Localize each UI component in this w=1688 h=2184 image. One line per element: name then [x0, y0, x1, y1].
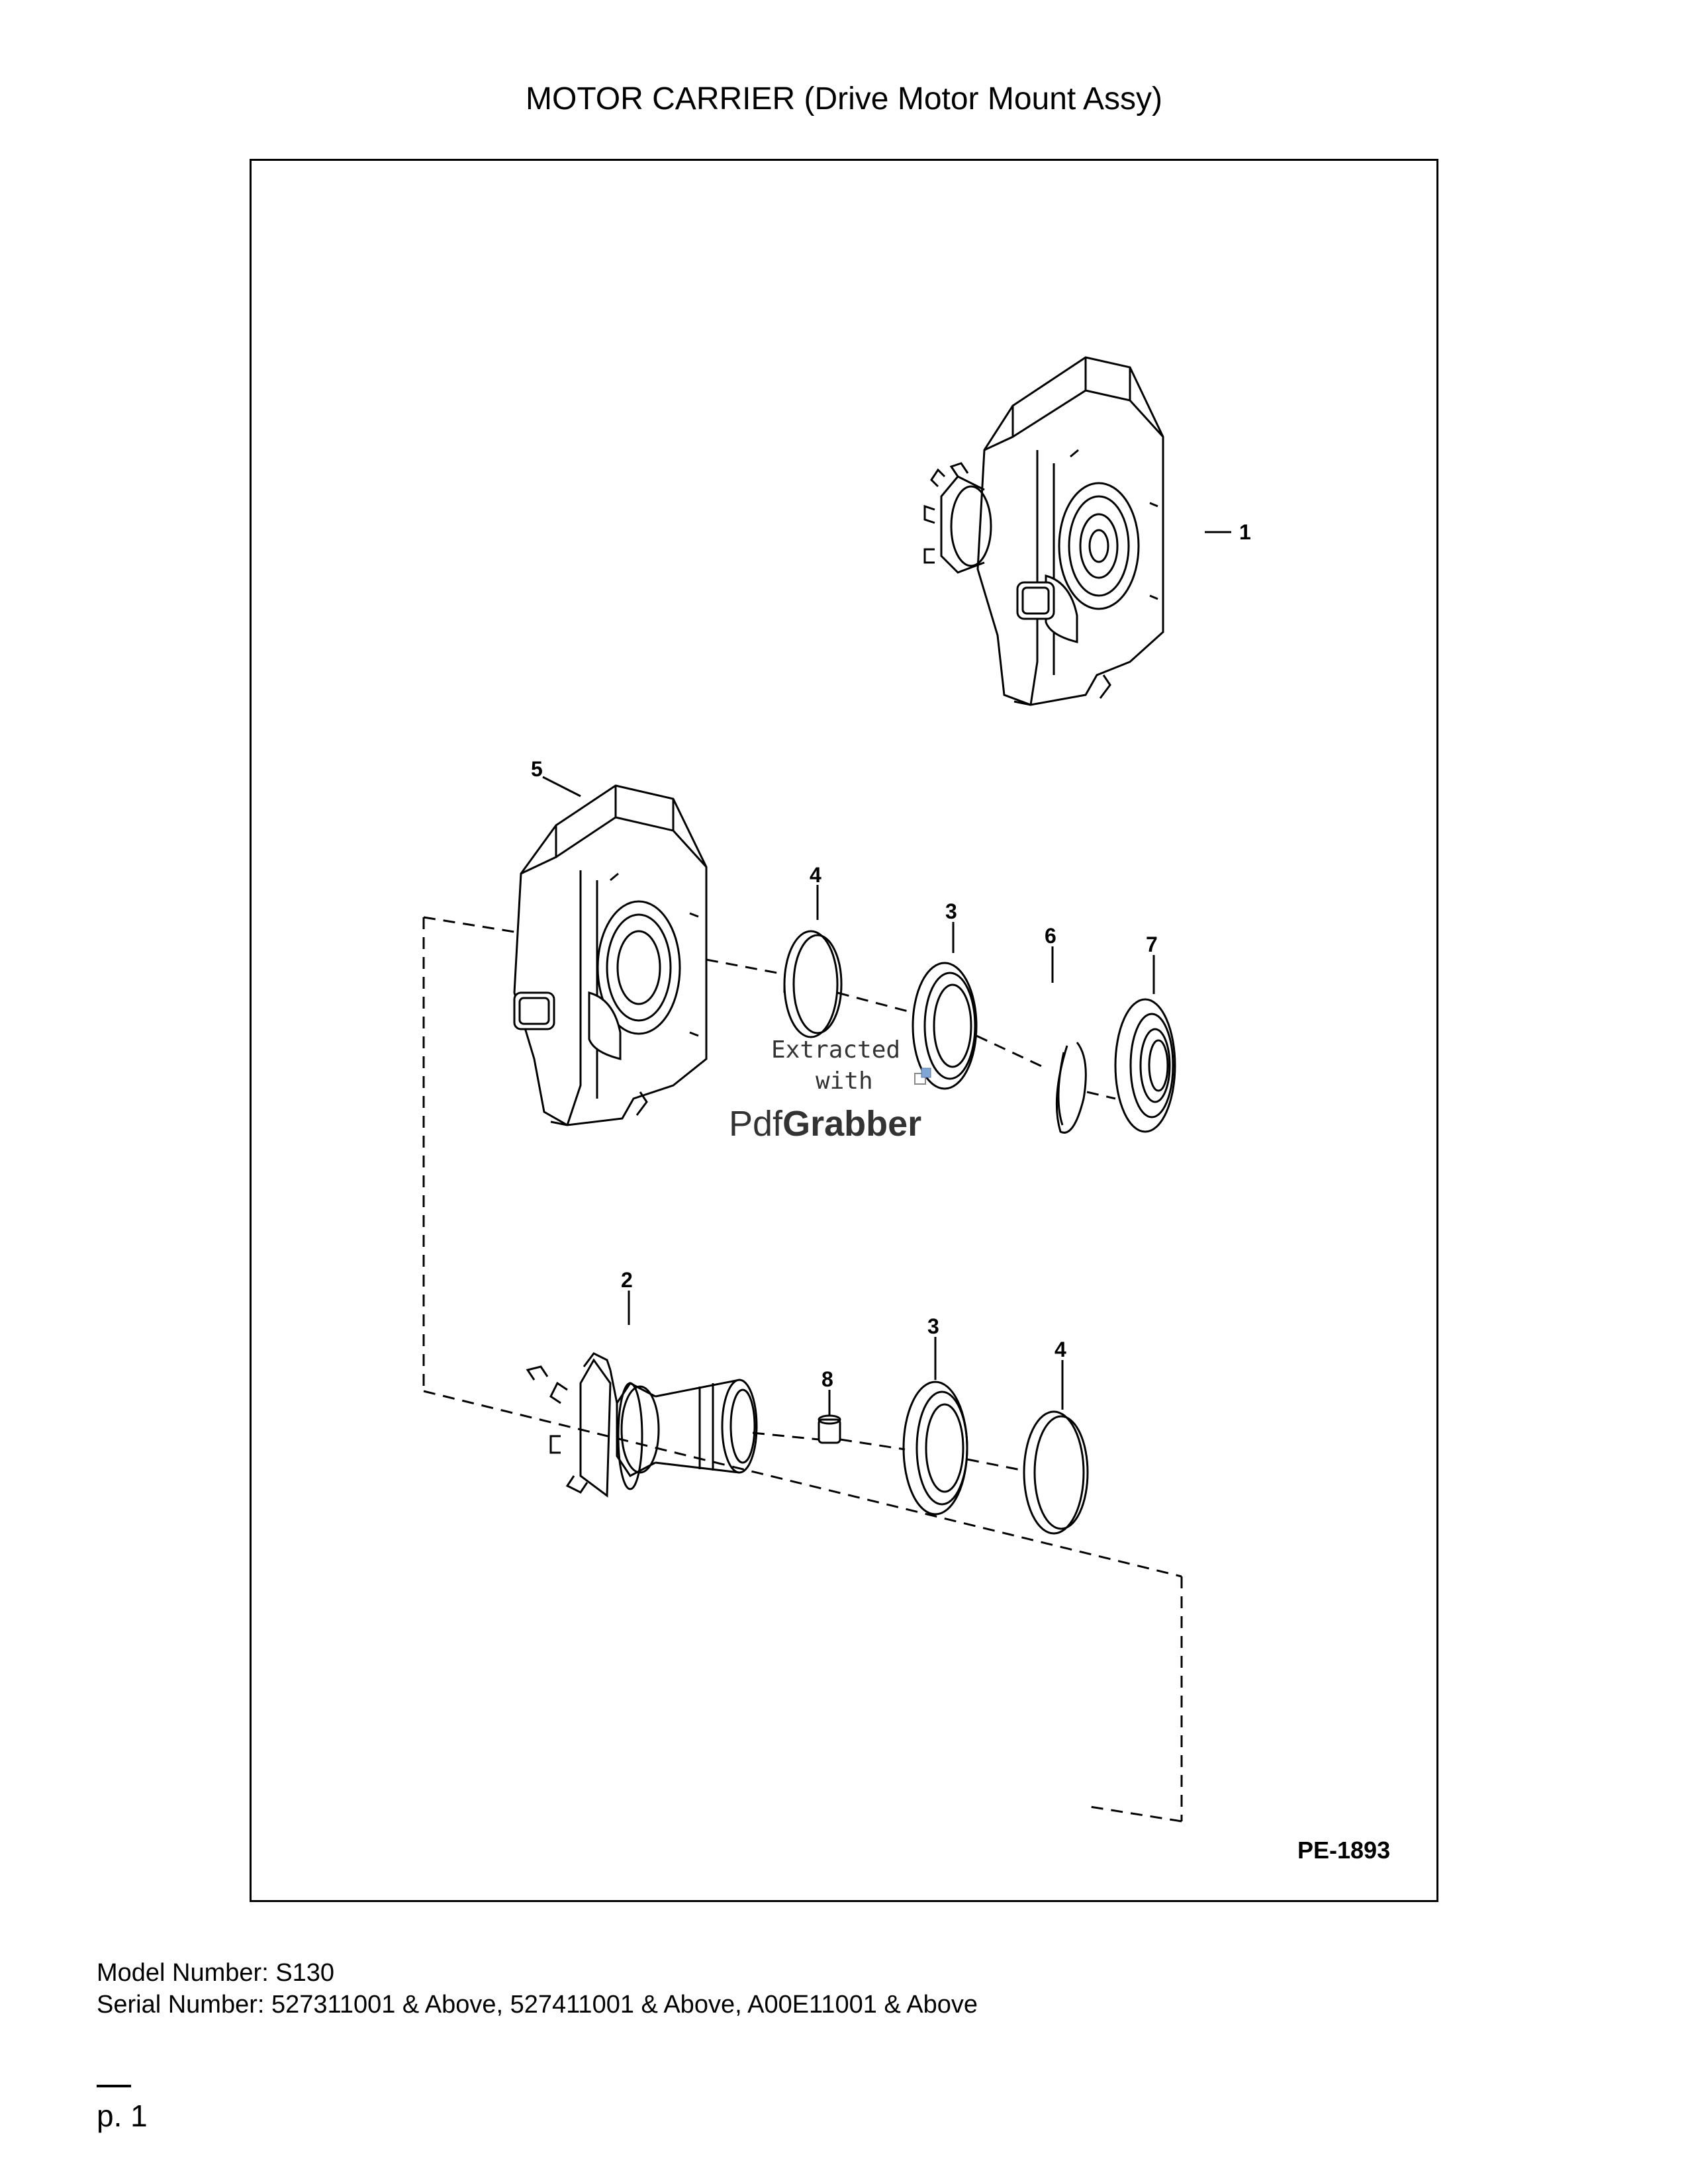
part-4-bearing-cup-lower	[1023, 1410, 1089, 1535]
callout-4-lower: 4	[1055, 1338, 1066, 1361]
watermark-brand: PdfGrabber	[729, 1104, 921, 1144]
assembly-dashed-path	[422, 916, 1183, 1823]
watermark-brand-grabber: Grabber	[782, 1104, 921, 1144]
model-number: Model Number: S130	[97, 1959, 335, 1987]
watermark-line-2: with	[816, 1068, 873, 1095]
callout-6: 6	[1045, 924, 1056, 948]
watermark-logo-icon	[914, 1073, 926, 1085]
watermark-line-1: Extracted	[771, 1036, 900, 1064]
serial-number: Serial Number: 527311001 & Above, 527411…	[97, 1991, 978, 2019]
part-3-bearing-cone-lower	[902, 1381, 968, 1516]
footer-rule	[97, 2085, 131, 2087]
part-6-snap-ring	[1055, 1042, 1087, 1134]
diagram-reference-code: PE-1893	[1297, 1837, 1391, 1864]
callout-3-lower: 3	[927, 1314, 939, 1338]
part-8-pilot-bearing	[818, 1414, 841, 1444]
callout-2: 2	[621, 1268, 633, 1292]
page-title: MOTOR CARRIER (Drive Motor Mount Assy)	[526, 81, 1162, 116]
exploded-parts-diagram: 1 5 4 3 6 7 2 8 3 4 Extracted with PdfGr…	[422, 356, 1251, 1823]
part-1-motor-carrier-assembly	[923, 356, 1164, 706]
part-5-motor-carrier-housing	[513, 784, 708, 1126]
callout-8: 8	[821, 1367, 833, 1391]
page-number: p. 1	[97, 2099, 148, 2133]
part-2-drive-shaft-sprocket	[526, 1352, 758, 1498]
part-4-bearing-cup-upper	[783, 930, 843, 1038]
part-7-seal	[1114, 998, 1176, 1133]
callout-7: 7	[1146, 933, 1158, 956]
callout-4-upper: 4	[810, 863, 821, 887]
watermark-brand-pdf: Pdf	[729, 1104, 783, 1144]
part-3-bearing-cone-upper	[912, 962, 978, 1090]
callout-5: 5	[531, 757, 543, 781]
callout-1: 1	[1239, 520, 1251, 544]
pdfgrabber-watermark: Extracted with PdfGrabber	[729, 1036, 931, 1144]
callout-3-upper: 3	[945, 899, 957, 923]
diagram-frame	[250, 159, 1438, 1902]
